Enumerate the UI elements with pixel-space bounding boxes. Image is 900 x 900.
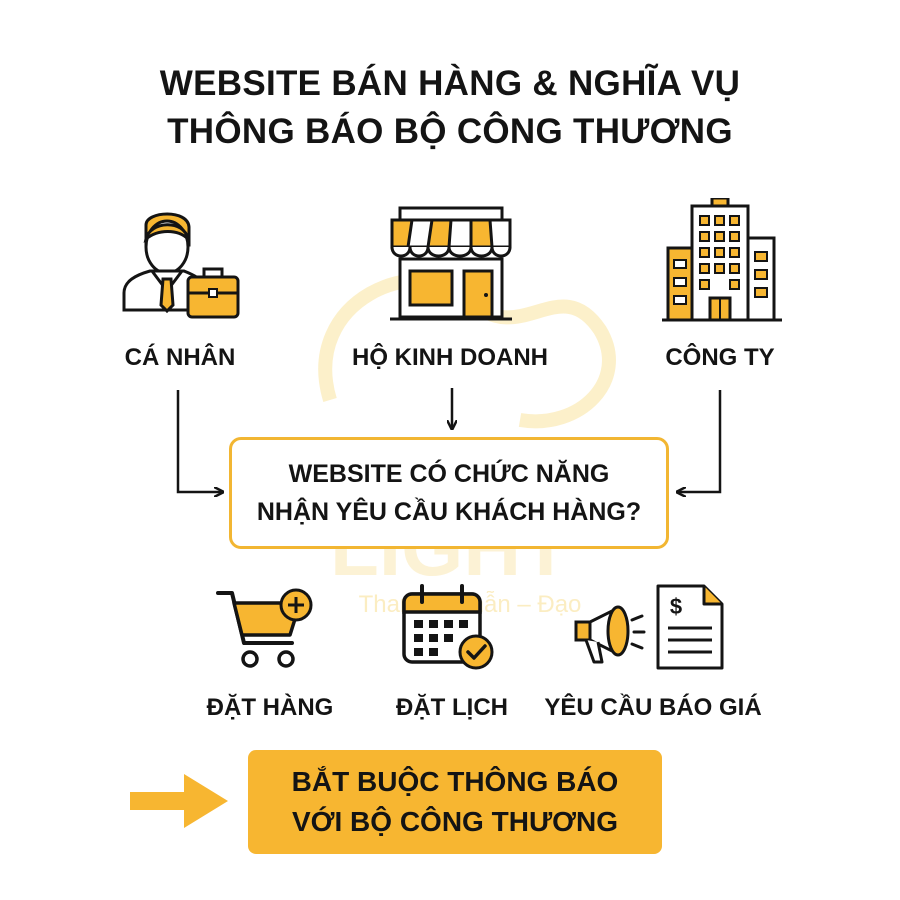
function-label-dat-hang: ĐẶT HÀNG bbox=[206, 694, 334, 721]
result-arrow-icon bbox=[130, 774, 228, 828]
storefront-icon bbox=[390, 206, 512, 321]
page-title-line1: WEBSITE BÁN HÀNG & NGHĨA VỤ bbox=[159, 64, 741, 103]
entity-label-cong-ty: CÔNG TY bbox=[665, 344, 775, 371]
question-box: WEBSITE CÓ CHỨC NĂNG NHẬN YÊU CẦU KHÁCH … bbox=[229, 437, 669, 549]
arrow-ca-nhan bbox=[176, 390, 222, 492]
office-building-icon bbox=[662, 198, 782, 322]
function-label-yeu-cau-bao-gia: YÊU CẦU BÁO GIÁ bbox=[544, 694, 762, 721]
businessman-icon bbox=[122, 212, 240, 319]
result-line1: BẮT BUỘC THÔNG BÁO bbox=[291, 766, 619, 797]
result-box: BẮT BUỘC THÔNG BÁO VỚI BỘ CÔNG THƯƠNG bbox=[248, 750, 662, 854]
entity-label-ho-kinh-doanh: HỘ KINH DOANH bbox=[352, 344, 548, 371]
question-line2: NHẬN YÊU CẦU KHÁCH HÀNG? bbox=[256, 498, 642, 526]
shopping-cart-add-icon bbox=[216, 588, 313, 668]
calendar-check-icon bbox=[402, 584, 494, 670]
entity-label-ca-nhan: CÁ NHÂN bbox=[124, 344, 236, 371]
result-line2: VỚI BỘ CÔNG THƯƠNG bbox=[291, 806, 619, 837]
svg-text:$: $ bbox=[670, 594, 682, 619]
arrow-cong-ty bbox=[678, 390, 722, 492]
megaphone-invoice-icon: $ bbox=[574, 584, 724, 670]
question-line1: WEBSITE CÓ CHỨC NĂNG bbox=[288, 460, 610, 488]
page-title-line2: THÔNG BÁO BỘ CÔNG THƯƠNG bbox=[167, 112, 733, 151]
function-label-dat-lich: ĐẶT LỊCH bbox=[396, 694, 508, 721]
